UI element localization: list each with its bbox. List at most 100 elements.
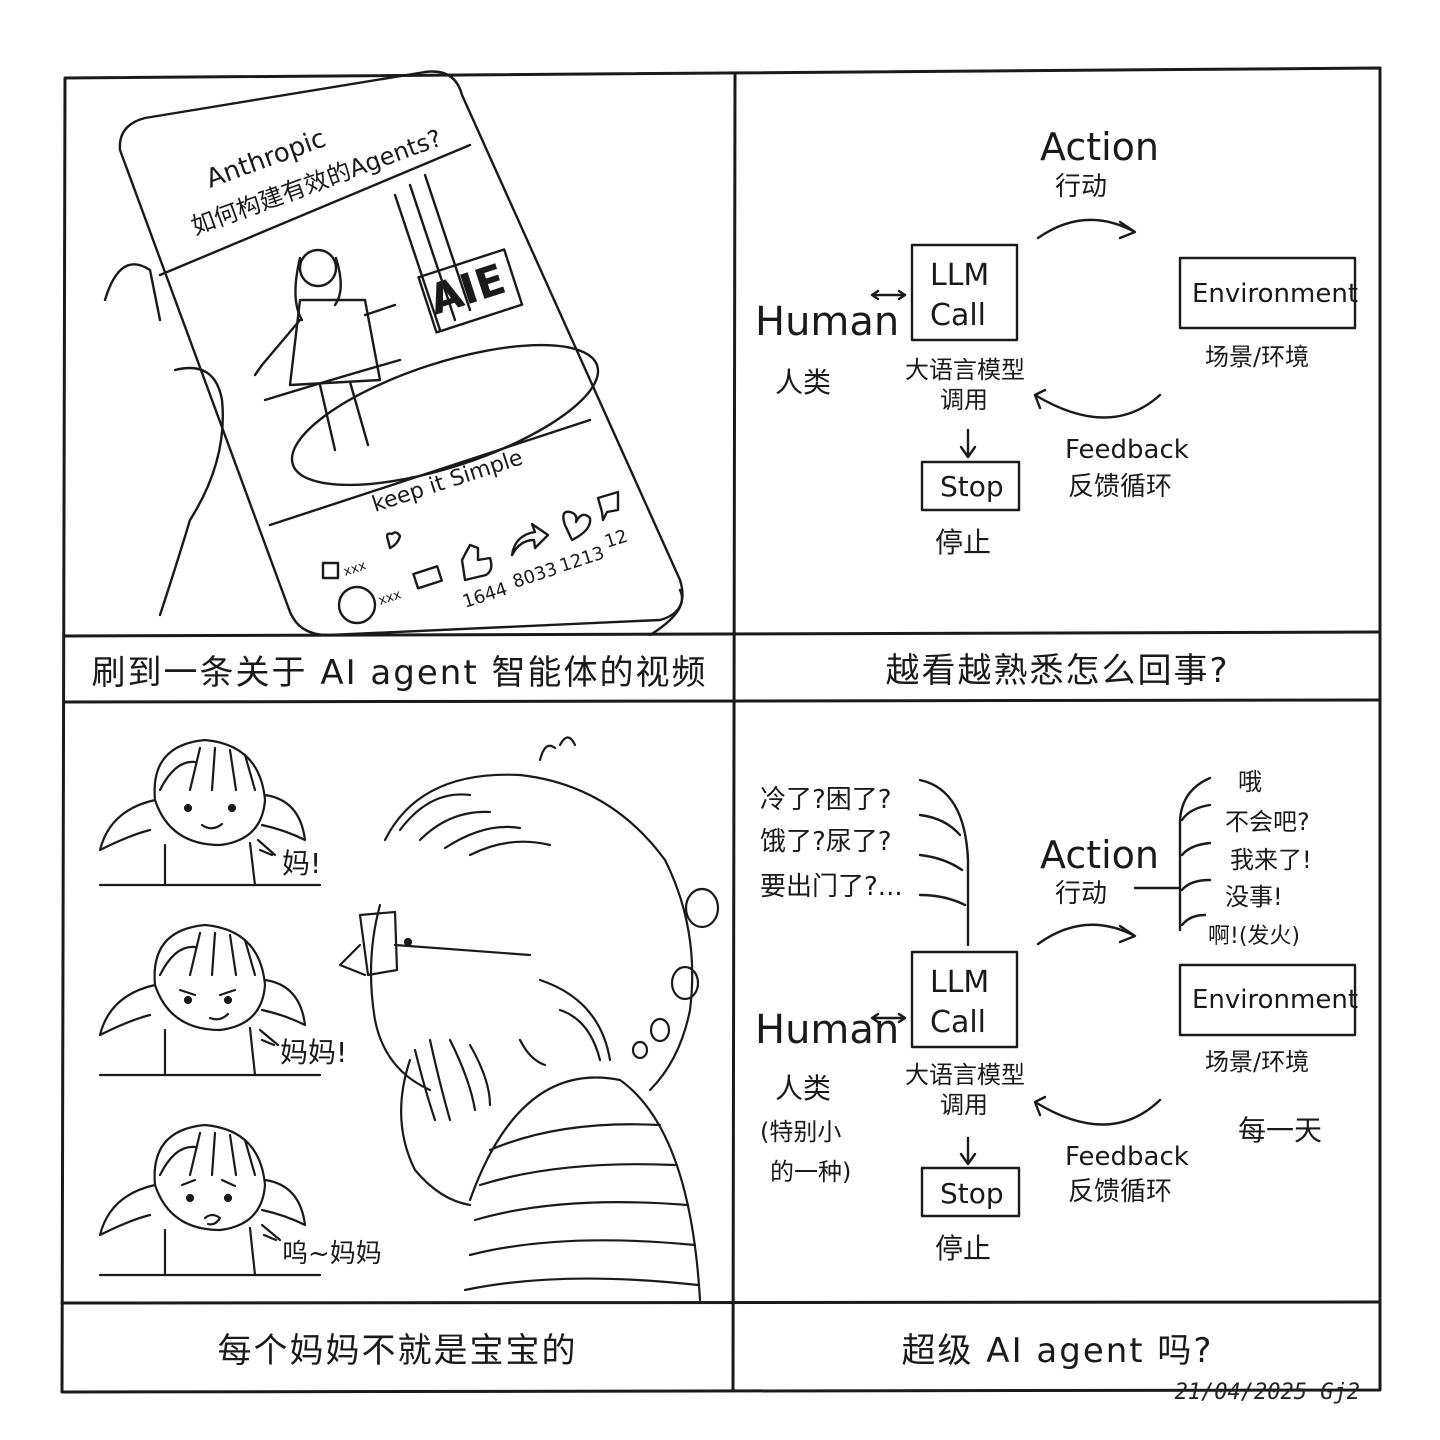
human-label-zh-2: 人类 — [775, 1072, 831, 1105]
avatar-square-1 — [321, 561, 340, 580]
action-label-zh-2: 行动 — [1055, 879, 1107, 909]
stop-label-zh: 停止 — [935, 526, 991, 559]
human-label-zh-line2: (特别小 — [760, 1118, 841, 1146]
artist-signature: 21/04/2025 Gj2 — [1174, 1380, 1360, 1405]
panel3-texts: 妈! 妈妈! 呜~妈妈 — [280, 847, 382, 1269]
environment-box-2 — [1178, 963, 1357, 1037]
stop-label-zh-2: 停止 — [935, 1232, 991, 1265]
llm-label-line2: Call — [930, 298, 986, 333]
horizontal-divider-bottom — [60, 1300, 1382, 1305]
user-name-1: xxx — [342, 558, 369, 579]
reply-line-4: 没事! — [1225, 883, 1283, 911]
comments-count: 12 — [602, 526, 630, 553]
likes-count: 1644 — [460, 579, 510, 613]
comment-icon — [596, 490, 620, 522]
glasses — [358, 910, 532, 977]
thought-bubble-small — [649, 1017, 671, 1043]
panel3-illustration — [98, 736, 720, 1302]
llm-label-line1: LLM — [930, 258, 989, 293]
reply-line-1: 哦 — [1238, 768, 1262, 796]
human-label-zh: 人类 — [775, 366, 831, 399]
panel1-phone-illustration — [103, 70, 684, 637]
human-llm-arrow — [870, 289, 907, 301]
shares-count: 8033 — [510, 559, 560, 593]
kid-face-3 — [98, 1123, 322, 1277]
question-line-3: 要出门了?... — [760, 872, 903, 902]
share-icon — [510, 522, 550, 557]
stage-ellipse — [290, 343, 600, 487]
panel4-texts: 冷了?困了? 饿了?尿了? 要出门了?... 哦 不会吧? 我来了! 没事! 啊… — [755, 768, 1358, 1265]
caption-panel1: 刷到一条关于 AI agent 智能体的视频 — [91, 652, 708, 693]
down-arrow — [959, 428, 977, 459]
feedback-arrow-2 — [1033, 1095, 1162, 1126]
stop-label-en-2: Stop — [940, 1177, 1004, 1210]
feedback-arrow — [1033, 388, 1162, 419]
kid-face-2 — [98, 923, 322, 1077]
reply-line-5: 啊!(发火) — [1208, 924, 1300, 949]
avatar-circle — [337, 585, 377, 625]
kid-face-1 — [98, 738, 322, 887]
llm-label-zh-line2-2: 调用 — [940, 1091, 988, 1119]
panel1-texts: Anthropic 如何构建有效的Agents? AIE keep it Sim… — [187, 124, 630, 613]
llm-label-line2-2: Call — [930, 1005, 986, 1040]
avatar-square-2 — [412, 565, 444, 590]
heart-icon — [562, 510, 592, 542]
panel2-texts: Action 行动 Human 人类 LLM Call 大语言模型 调用 Env… — [755, 125, 1358, 559]
kid2-speech: 妈妈! — [280, 1036, 347, 1069]
environment-label: Environment — [1192, 279, 1358, 309]
feedback-label-en-2: Feedback — [1065, 1142, 1189, 1172]
llm-call-box-2 — [910, 950, 1019, 1049]
hand-fingers — [648, 588, 684, 637]
stop-label-en: Stop — [940, 470, 1004, 503]
human-label-en-2: Human — [755, 1007, 899, 1053]
llm-call-box — [910, 243, 1019, 342]
environment-box — [1178, 256, 1357, 330]
thought-bubble-medium — [670, 965, 700, 1001]
like-icon — [460, 543, 493, 582]
horizontal-divider-mid — [63, 698, 1382, 704]
llm-label-zh-line1-2: 大语言模型 — [905, 1061, 1025, 1089]
environment-label-zh-2: 场景/环境 — [1205, 1048, 1309, 1076]
presenter-head — [298, 248, 338, 288]
screen-divider-1 — [158, 143, 472, 277]
hand-thumb — [158, 366, 224, 617]
hand-palm — [103, 263, 162, 322]
action-arrow — [1036, 218, 1137, 240]
every-day-label: 每一天 — [1238, 1114, 1322, 1147]
caption-panel3: 每个妈妈不就是宝宝的 — [217, 1330, 578, 1371]
question-brace — [918, 778, 970, 947]
horizontal-divider-top — [63, 630, 1382, 638]
llm-label-zh-line2: 调用 — [940, 386, 988, 414]
feedback-label-zh-2: 反馈循环 — [1068, 1177, 1172, 1207]
kid3-speech: 呜~妈妈 — [282, 1239, 382, 1269]
panel2-diagram — [870, 218, 1357, 512]
action-arrow-2 — [1036, 923, 1137, 946]
presenter-body — [288, 298, 382, 387]
feedback-label-en: Feedback — [1065, 435, 1189, 465]
reply-line-2: 不会吧? — [1225, 808, 1310, 836]
down-arrow-2 — [959, 1136, 977, 1166]
action-label-en-2: Action — [1040, 833, 1159, 877]
stop-box — [920, 460, 1021, 512]
thought-bubble-tiny — [631, 1040, 649, 1060]
caption-panel4: 超级 AI agent 吗? — [901, 1330, 1214, 1371]
favorites-count: 1213 — [557, 543, 607, 577]
llm-label-zh-line1: 大语言模型 — [905, 356, 1025, 384]
vertical-divider — [731, 73, 737, 1392]
question-line-1: 冷了?困了? — [760, 785, 892, 815]
outer-frame — [60, 66, 1382, 1394]
phone-body — [118, 70, 684, 637]
llm-label-line1-2: LLM — [930, 965, 989, 1000]
stop-box-2 — [920, 1166, 1021, 1218]
human-label-zh-line3: 的一种) — [770, 1158, 851, 1186]
heart-small-icon — [385, 531, 402, 550]
reply-brace — [1133, 776, 1212, 932]
question-line-2: 饿了?尿了? — [760, 827, 892, 857]
user-name-2: xxx — [377, 587, 404, 608]
action-label-zh: 行动 — [1055, 172, 1107, 202]
human-llm-arrow-2 — [870, 1012, 907, 1024]
sign-box — [417, 248, 524, 334]
panel4-diagram — [870, 776, 1357, 1218]
reply-line-3: 我来了! — [1230, 846, 1312, 874]
